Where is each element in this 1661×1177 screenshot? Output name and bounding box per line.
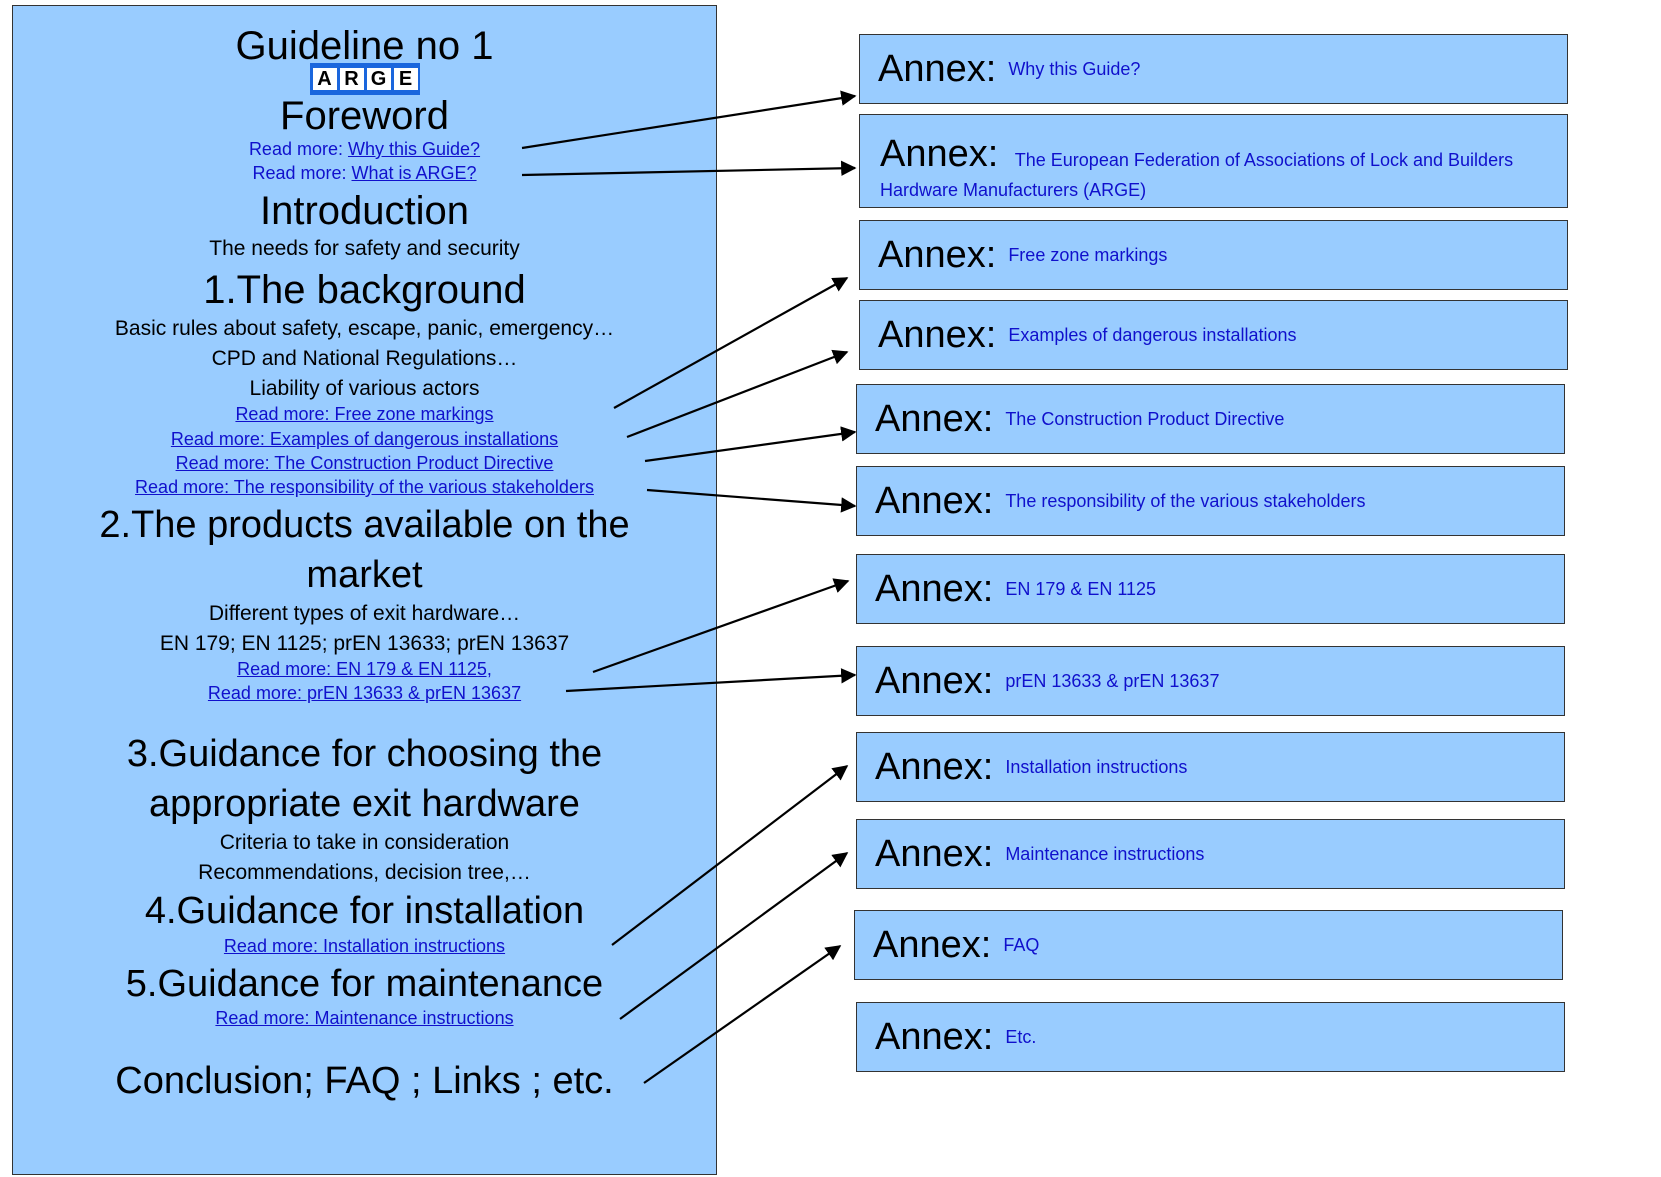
annex-text: EN 179 & EN 1125 <box>1005 578 1157 599</box>
annex-box-why-guide[interactable]: Annex: Why this Guide? <box>859 34 1568 104</box>
annex-text: Maintenance instructions <box>1005 843 1205 864</box>
intro-text: The needs for safety and security <box>209 237 520 260</box>
section-1-title: 1.The background <box>203 268 526 312</box>
annex-label: Annex: <box>875 397 994 440</box>
annex-label: Annex: <box>875 659 994 702</box>
arrow-stakeholders <box>646 488 857 513</box>
arrow-dangerous <box>626 349 849 439</box>
annex-text: Installation instructions <box>1005 756 1188 777</box>
installation-link[interactable]: Read more: Installation instructions <box>223 936 506 956</box>
annex-box-faq[interactable]: Annex: FAQ <box>854 910 1563 980</box>
section-3-line: Criteria to take in consideration <box>219 831 510 854</box>
annex-label: Annex: <box>878 233 997 276</box>
annex-text: The European Federation of Associations … <box>880 150 1514 200</box>
annex-text: The responsibility of the various stakeh… <box>1005 490 1366 511</box>
annex-text: FAQ <box>1003 934 1040 955</box>
introduction-heading: Introduction <box>259 189 470 233</box>
read-more-prefix: Read more: <box>248 139 348 159</box>
section-2-line: EN 179; EN 1125; prEN 13633; prEN 13637 <box>159 632 570 655</box>
annex-box-maintenance[interactable]: Annex: Maintenance instructions <box>856 819 1565 889</box>
annex-label: Annex: <box>875 832 994 875</box>
what-is-arge-link[interactable]: What is ARGE? <box>351 163 477 183</box>
stakeholders-link[interactable]: Read more: The responsibility of the var… <box>135 477 594 497</box>
annex-label: Annex: <box>878 313 997 356</box>
conclusion-heading: Conclusion; FAQ ; Links ; etc. <box>115 1060 614 1102</box>
section-5-title: 5.Guidance for maintenance <box>125 963 604 1005</box>
arge-logo: A R G E <box>310 63 420 95</box>
annex-text: The Construction Product Directive <box>1005 408 1285 429</box>
arrow-faq <box>643 945 842 1084</box>
section-3-title: appropriate exit hardware <box>149 783 580 825</box>
annex-label: Annex: <box>878 47 997 90</box>
annex-text: Examples of dangerous installations <box>1008 324 1297 345</box>
read-more-arge: Read more: What is ARGE? <box>13 163 716 184</box>
guide-title: Guideline no 1 <box>235 24 494 68</box>
section-1-line: CPD and National Regulations… <box>211 347 518 370</box>
annex-text: Free zone markings <box>1008 244 1168 265</box>
why-this-guide-link[interactable]: Why this Guide? <box>347 139 481 159</box>
arrow-free-zone <box>613 277 849 409</box>
annex-box-pren13633[interactable]: Annex: prEN 13633 & prEN 13637 <box>856 646 1565 716</box>
annex-text: Etc. <box>1005 1026 1037 1047</box>
annex-label: Annex: <box>873 923 992 966</box>
annex-label: Annex: <box>875 745 994 788</box>
annex-box-free-zone[interactable]: Annex: Free zone markings <box>859 220 1568 290</box>
annex-box-dangerous[interactable]: Annex: Examples of dangerous installatio… <box>859 300 1568 370</box>
section-2-title: market <box>306 554 423 596</box>
section-3-title: 3.Guidance for choosing the <box>126 733 603 775</box>
arrow-installation <box>611 765 849 946</box>
logo-letter: R <box>339 68 364 90</box>
free-zone-link[interactable]: Read more: Free zone markings <box>235 404 494 424</box>
construction-directive-link[interactable]: Read more: The Construction Product Dire… <box>175 453 554 473</box>
logo-letter: A <box>312 68 337 90</box>
annex-label: Annex: <box>875 1015 994 1058</box>
annex-label: Annex: <box>880 133 999 175</box>
read-more-prefix: Read more: <box>252 163 352 183</box>
arrow-arge <box>521 160 857 177</box>
maintenance-link[interactable]: Read more: Maintenance instructions <box>215 1008 514 1028</box>
annex-box-installation[interactable]: Annex: Installation instructions <box>856 732 1565 802</box>
logo-letter: E <box>393 68 418 90</box>
section-2-title: 2.The products available on the <box>99 504 630 546</box>
annex-label: Annex: <box>875 567 994 610</box>
section-2-line: Different types of exit hardware… <box>208 602 521 625</box>
en179-link[interactable]: Read more: EN 179 & EN 1125, <box>237 659 492 679</box>
annex-label: Annex: <box>875 479 994 522</box>
arrow-why-guide <box>521 90 857 150</box>
section-3-line: Recommendations, decision tree,… <box>198 861 531 884</box>
annex-box-etc[interactable]: Annex: Etc. <box>856 1002 1565 1072</box>
section-1-line: Basic rules about safety, escape, panic,… <box>114 317 615 340</box>
annex-box-cpd[interactable]: Annex: The Construction Product Directiv… <box>856 384 1565 454</box>
arrow-pren13633 <box>565 668 857 693</box>
read-more-why: Read more: Why this Guide? <box>13 139 716 160</box>
arrow-maintenance <box>619 852 849 1020</box>
annex-box-arge[interactable]: Annex: The European Federation of Associ… <box>859 114 1568 208</box>
arrow-en179 <box>592 578 850 674</box>
dangerous-installations-link[interactable]: Read more: Examples of dangerous install… <box>170 429 559 449</box>
annex-text: prEN 13633 & prEN 13637 <box>1005 670 1220 691</box>
arrow-cpd <box>644 426 857 463</box>
annex-text: Why this Guide? <box>1008 58 1141 79</box>
logo-letter: G <box>366 68 391 90</box>
annex-box-en179[interactable]: Annex: EN 179 & EN 1125 <box>856 554 1565 624</box>
guideline-panel: Guideline no 1 A R G E Foreword Read mor… <box>12 5 717 1175</box>
foreword-heading: Foreword <box>280 94 449 138</box>
pren13633-link[interactable]: Read more: prEN 13633 & prEN 13637 <box>207 683 522 703</box>
section-1-line: Liability of various actors <box>249 377 480 400</box>
section-4-title: 4.Guidance for installation <box>144 890 585 932</box>
